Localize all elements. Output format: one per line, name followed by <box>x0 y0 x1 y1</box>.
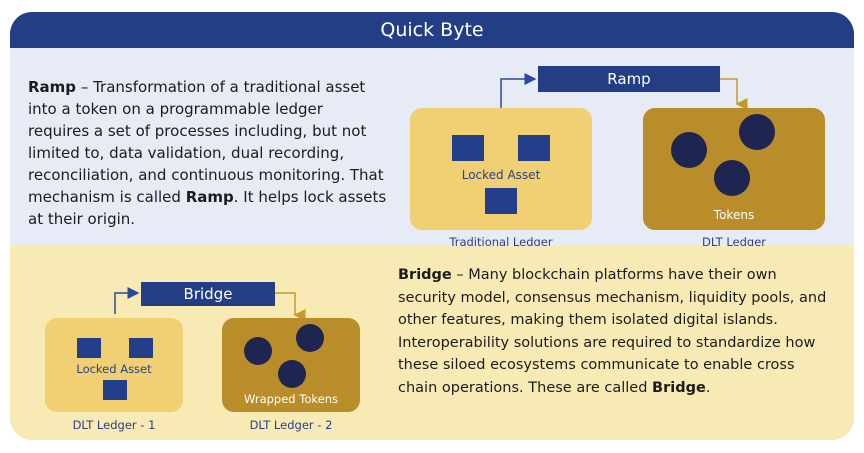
dlt-ledger-caption: DLT Ledger <box>701 235 767 249</box>
traditional-ledger-box: Locked Asset <box>410 108 592 230</box>
ramp-dash: – <box>76 78 94 96</box>
dlt-ledger-box: Tokens <box>643 108 825 230</box>
quick-byte-card: Quick Byte Ramp – Transformation of a tr… <box>10 12 854 440</box>
token-dot <box>671 132 707 168</box>
bridge-section: Bridge Locked Asset DLT Ledger - 1 Wrapp… <box>10 246 854 440</box>
dlt-ledger-1-inner-label: Locked Asset <box>76 362 152 376</box>
bridge-tail: . <box>705 379 711 396</box>
dlt-ledger-inner-label: Tokens <box>713 208 755 222</box>
ramp-section: Ramp – Transformation of a traditional a… <box>10 48 854 249</box>
bridge-description: Bridge – Many blockchain platforms have … <box>398 264 838 399</box>
asset-square <box>518 135 550 161</box>
dlt-ledger-1-box: Locked Asset <box>45 318 183 412</box>
asset-square <box>103 380 127 400</box>
ramp-arrow-in <box>500 73 537 108</box>
bridge-body: Many blockchain platforms have their own… <box>398 267 827 396</box>
bridge-banner: Bridge <box>141 282 275 306</box>
token-dot <box>244 337 272 365</box>
token-dot <box>278 360 306 388</box>
bridge-arrow-out <box>275 292 306 321</box>
dlt-ledger-2-box: Wrapped Tokens <box>222 318 360 412</box>
bridge-connector <box>114 287 306 321</box>
asset-square <box>129 338 153 358</box>
ramp-arrow-out <box>720 78 748 110</box>
bridge-arrow-in <box>114 287 140 314</box>
token-dot <box>296 324 324 352</box>
dlt-ledger-2-caption: DLT Ledger - 2 <box>249 418 333 432</box>
bridge-dash: – <box>451 267 469 283</box>
asset-square <box>77 338 101 358</box>
bridge-term-end: Bridge <box>652 379 706 396</box>
traditional-ledger-inner-label: Locked Asset <box>461 168 541 182</box>
token-dot <box>739 114 775 150</box>
bridge-term: Bridge <box>398 267 452 283</box>
token-dot <box>714 160 750 196</box>
ramp-description: Ramp – Transformation of a traditional a… <box>28 76 388 230</box>
ramp-term: Ramp <box>28 78 77 96</box>
ramp-tail: . It helps lock assets at their origin. <box>28 188 387 228</box>
dlt-ledger-2-inner-label: Wrapped Tokens <box>244 392 338 406</box>
asset-square <box>485 188 517 214</box>
ramp-connector <box>500 73 748 110</box>
ramp-banner-label: Ramp <box>607 70 651 88</box>
asset-square <box>452 135 484 161</box>
bridge-banner-label: Bridge <box>183 285 233 303</box>
card-title: Quick Byte <box>380 19 484 41</box>
traditional-ledger-caption: Traditional Ledger <box>449 235 553 249</box>
ramp-body: Transformation of a traditional asset in… <box>28 78 384 206</box>
card-header: Quick Byte <box>10 12 854 48</box>
ramp-term-end: Ramp <box>185 188 234 206</box>
dlt-ledger-1-caption: DLT Ledger - 1 <box>72 418 156 432</box>
ramp-banner: Ramp <box>538 66 720 92</box>
